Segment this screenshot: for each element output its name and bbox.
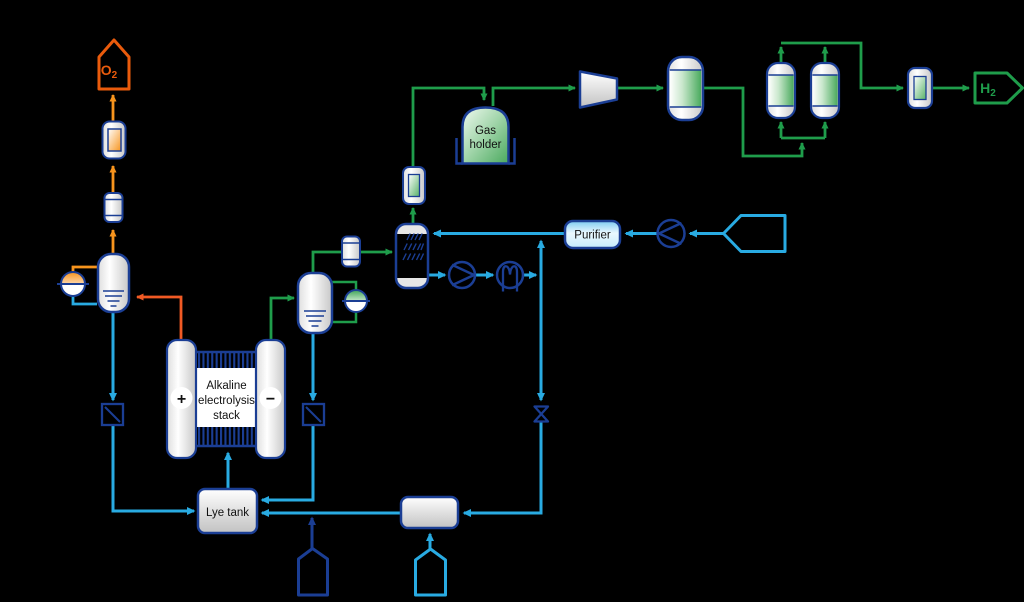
spray-nozzle-pattern	[402, 233, 425, 261]
cathode-sign: −	[266, 391, 275, 408]
gas-holder-bell	[461, 106, 510, 165]
gasholder-to-compressor-line	[491, 84, 576, 106]
o2-cooler-inlet-line	[71, 265, 98, 271]
water-mixing-tank	[399, 495, 460, 530]
h2-canister-vessel	[341, 235, 361, 268]
h2-ball-valve-loop-bottom	[331, 311, 358, 324]
o2-label-sub: 2	[112, 70, 118, 81]
svg-text:H2: H2	[980, 80, 996, 99]
h2-level-valve-circle	[342, 289, 370, 313]
feed-water-pump	[656, 218, 686, 249]
demister-to-gasholder-line	[411, 86, 488, 167]
h2-final-filter-vessel	[906, 66, 934, 110]
o2-drain-trap	[100, 402, 125, 427]
vessel-to-dryer-manifold-line	[703, 86, 806, 158]
h2-label: H	[980, 80, 990, 96]
koh-makeup-tag	[297, 547, 329, 597]
gas-holder-label-2: holder	[470, 139, 502, 151]
o2-cooler-circle	[57, 271, 89, 297]
purifier-label: Purifier	[574, 230, 611, 242]
anode-sign: +	[177, 391, 186, 408]
electrolysis-stack: + − Alkaline electrolysis stack	[165, 338, 287, 460]
stack-label-3: stack	[213, 410, 240, 422]
o2-separator-vessel	[96, 252, 131, 314]
demin-water-tag	[414, 547, 447, 597]
feed-water-tag	[722, 214, 787, 253]
oxygen-product-lines	[71, 94, 117, 271]
o2-cooler-outlet-line	[71, 296, 97, 306]
h2-drain-to-lyetank-line	[260, 425, 315, 504]
stack-cathode-to-separator-line	[269, 294, 295, 341]
o2-filter-vessel	[101, 120, 127, 160]
scrubber-circulation-pump	[447, 260, 477, 290]
gas-holder: Gas holder	[455, 106, 516, 165]
purifier: Purifier	[563, 219, 622, 250]
lye-cooler	[495, 260, 525, 292]
valve-to-mixer-line	[462, 422, 543, 517]
stack-anode-to-separator-line	[136, 293, 183, 341]
o2-label: O	[101, 62, 112, 78]
scrubber-vessel	[394, 222, 430, 290]
gas-holder-tank-walls	[455, 138, 516, 165]
lye-tank-label: Lye tank	[206, 507, 249, 519]
hydrogen-lines	[269, 41, 970, 341]
demister-vessel	[402, 166, 426, 205]
stack-label-2: electrolysis	[198, 395, 255, 407]
stack-label-box	[196, 368, 257, 427]
oxygen-hot-lines	[136, 293, 183, 341]
h2-label-sub: 2	[990, 88, 996, 99]
h2-product-tag: H2	[973, 71, 1024, 105]
h2-separator-vessel	[296, 271, 334, 335]
o2-product-tag: O2	[97, 38, 131, 91]
svg-text:O2: O2	[101, 62, 118, 81]
o2-canister-vessel	[103, 192, 124, 223]
gas-holder-label-1: Gas	[475, 125, 496, 137]
dryer-header-to-filter-line	[781, 41, 904, 92]
blowdown-valve	[533, 405, 550, 423]
stack-cells-bottom	[196, 427, 257, 446]
h2-liquid-level-lines	[304, 310, 326, 327]
dryer-tower-1	[765, 61, 797, 120]
water-lye-lines	[71, 229, 723, 551]
h2-drain-trap	[301, 402, 326, 427]
lye-tank: Lye tank	[196, 487, 259, 535]
o2-drain-to-lyetank-line	[111, 425, 196, 515]
dryer-tower-2	[809, 61, 841, 120]
compressor	[578, 70, 619, 109]
cathode-sign-circle	[259, 387, 282, 409]
stack-label-1: Alkaline	[206, 380, 246, 392]
h2-ball-valve-loop-top	[332, 280, 358, 291]
h2-buffer-vessel	[666, 55, 705, 122]
o2-liquid-level-lines	[103, 290, 124, 307]
anode-sign-circle	[170, 387, 193, 409]
stack-cells-top	[196, 352, 257, 369]
h2-separator-to-scrubber-line	[311, 248, 393, 273]
